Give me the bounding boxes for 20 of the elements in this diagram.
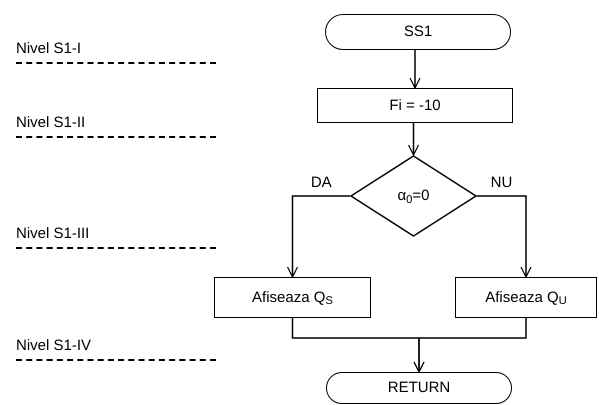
node-text: SS1	[404, 23, 432, 41]
end-terminal	[326, 372, 512, 404]
node-text: Afiseaza Q$_{U}$	[485, 288, 567, 306]
start-terminal	[325, 14, 511, 50]
arrow	[409, 50, 421, 89]
arrow	[413, 318, 527, 373]
arrow	[477, 195, 532, 278]
arrow	[286, 195, 350, 278]
level-label: Nivel S1-IV	[16, 337, 92, 355]
node-text: Afiseaza Q$_{S}$	[252, 288, 333, 306]
process-box	[317, 88, 513, 123]
process-box	[214, 277, 371, 318]
level-label: Nivel S1-I	[16, 40, 82, 58]
arrow	[408, 123, 420, 156]
node-text: Fi = -10	[389, 96, 441, 114]
level-label: Nivel S1-II	[16, 114, 86, 132]
level-label: Nivel S1-III	[16, 225, 90, 243]
process-box	[455, 277, 597, 318]
node-text: RETURN	[388, 379, 450, 397]
node-text: α$_{0}$=0	[397, 187, 430, 205]
